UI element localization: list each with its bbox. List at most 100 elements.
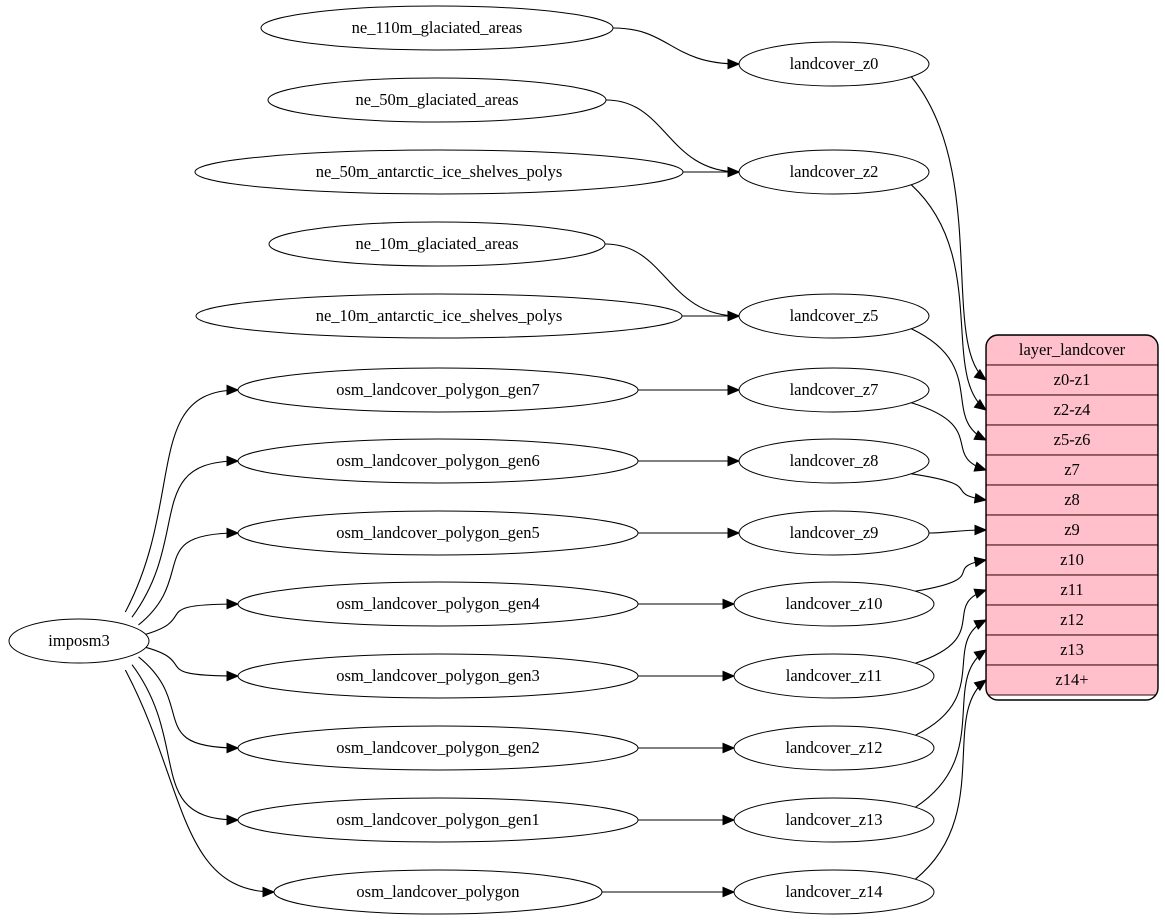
node-imposm3-label: imposm3: [48, 631, 109, 650]
table-row-z0-z1[interactable]: z0-z1: [986, 364, 1158, 396]
node-ne-50m-glaciated-areas[interactable]: ne_50m_glaciated_areas: [267, 77, 607, 123]
table-row-z11[interactable]: z11: [986, 574, 1158, 606]
edge-osm-landcover-polygon-gen2-to-landcover-z12: [637, 742, 736, 754]
table-row-z8[interactable]: z8: [986, 484, 1158, 516]
edge-arrowhead: [226, 814, 240, 826]
table-row-z2-z4-label: z2-z4: [1054, 400, 1091, 419]
edge-ne-110m-glaciated-areas-to-landcover-z0-line: [612, 27, 740, 65]
table-row-z8-cell: [986, 484, 1158, 516]
node-landcover-z5[interactable]: landcover_z5: [738, 293, 930, 339]
edge-landcover-z11-to-row-z11-line: [915, 589, 987, 664]
edge-landcover-z14-to-row-z14-line: [915, 679, 987, 880]
edge-arrowhead: [722, 886, 736, 898]
node-ne-110m-glaciated-areas[interactable]: ne_110m_glaciated_areas: [260, 5, 614, 51]
node-landcover-z0-label: landcover_z0: [790, 54, 879, 73]
edge-landcover-z10-to-row-z10-line: [915, 559, 987, 592]
node-osm-landcover-polygon-label: osm_landcover_polygon: [356, 882, 519, 901]
table-row-z0-z1-cell: [986, 364, 1158, 396]
node-ne-10m-antarctic-ice-shelves-polys-label: ne_10m_antarctic_ice_shelves_polys: [316, 306, 563, 325]
node-landcover-z5-shape: [738, 293, 930, 339]
edge-osm-landcover-polygon-gen4-to-landcover-z10: [638, 598, 736, 610]
edge-imposm3-to-osm-landcover-polygon-gen7-line: [124, 389, 239, 613]
table-row-z2-z4[interactable]: z2-z4: [986, 394, 1158, 426]
node-landcover-z8[interactable]: landcover_z8: [738, 438, 930, 484]
node-landcover-z13-shape: [733, 797, 935, 843]
node-ne-10m-glaciated-areas[interactable]: ne_10m_glaciated_areas: [268, 221, 606, 267]
table-row-z9[interactable]: z9: [986, 514, 1158, 546]
node-ne-110m-glaciated-areas-label: ne_110m_glaciated_areas: [352, 18, 523, 37]
edge-arrowhead: [973, 492, 988, 504]
node-osm-landcover-polygon-gen3[interactable]: osm_landcover_polygon_gen3: [237, 653, 639, 699]
edge-arrowhead: [727, 166, 741, 178]
table-row-z7[interactable]: z7: [986, 454, 1158, 486]
edge-arrowhead: [226, 455, 240, 467]
edge-arrowhead: [727, 527, 741, 539]
node-landcover-z14[interactable]: landcover_z14: [733, 869, 935, 915]
edge-landcover-z7-to-row-z7: [911, 402, 988, 472]
edge-arrowhead: [722, 598, 736, 610]
edge-arrowhead: [226, 598, 240, 610]
edge-landcover-z8-to-row-z8-line: [911, 473, 987, 501]
edges-layer: [124, 27, 988, 898]
node-landcover-z0[interactable]: landcover_z0: [738, 41, 930, 87]
node-osm-landcover-polygon-gen4[interactable]: osm_landcover_polygon_gen4: [237, 581, 639, 627]
table-row-z13[interactable]: z13: [986, 634, 1158, 666]
table-row-z14[interactable]: z14+: [986, 664, 1158, 696]
edge-landcover-z5-to-row-z5-z6: [911, 328, 988, 441]
node-osm-landcover-polygon-gen7-label: osm_landcover_polygon_gen7: [336, 380, 539, 399]
node-ne-10m-antarctic-ice-shelves-polys[interactable]: ne_10m_antarctic_ice_shelves_polys: [195, 293, 683, 339]
edge-arrowhead: [722, 814, 736, 826]
layer-landcover-table: layer_landcoverz0-z1z2-z4z5-z6z7z8z9z10z…: [985, 334, 1159, 701]
table-row-z9-label: z9: [1064, 520, 1080, 539]
node-osm-landcover-polygon-shape: [273, 869, 603, 915]
table-row-z12[interactable]: z12: [986, 604, 1158, 636]
table-header-row-label: layer_landcover: [1019, 340, 1126, 359]
node-landcover-z11[interactable]: landcover_z11: [733, 653, 935, 699]
edge-imposm3-to-osm-landcover-polygon-gen1: [131, 664, 240, 826]
node-ne-50m-antarctic-ice-shelves-polys[interactable]: ne_50m_antarctic_ice_shelves_polys: [194, 149, 684, 195]
edge-imposm3-to-osm-landcover-polygon-gen6-line: [131, 460, 239, 618]
edge-landcover-z13-to-row-z13-line: [915, 649, 987, 808]
node-osm-landcover-polygon-gen6[interactable]: osm_landcover_polygon_gen6: [237, 438, 639, 484]
edge-arrowhead: [973, 398, 988, 411]
node-landcover-z7[interactable]: landcover_z7: [738, 367, 930, 413]
node-landcover-z2[interactable]: landcover_z2: [738, 149, 930, 195]
node-landcover-z12[interactable]: landcover_z12: [733, 725, 935, 771]
node-osm-landcover-polygon-gen1[interactable]: osm_landcover_polygon_gen1: [237, 797, 639, 843]
edge-imposm3-to-osm-landcover-polygon-gen5: [138, 527, 240, 626]
table-row-z8-label: z8: [1064, 490, 1080, 509]
node-osm-landcover-polygon-gen2[interactable]: osm_landcover_polygon_gen2: [237, 725, 639, 771]
edge-arrowhead: [226, 742, 240, 754]
node-osm-landcover-polygon[interactable]: osm_landcover_polygon: [273, 869, 603, 915]
edge-osm-landcover-polygon-gen3-to-landcover-z11: [637, 670, 736, 682]
table-header-row-cell: [986, 335, 1158, 366]
edge-arrowhead: [722, 742, 736, 754]
table-row-z10[interactable]: z10: [986, 544, 1158, 576]
node-osm-landcover-polygon-gen5[interactable]: osm_landcover_polygon_gen5: [237, 510, 639, 556]
node-landcover-z13[interactable]: landcover_z13: [733, 797, 935, 843]
node-landcover-z10-label: landcover_z10: [785, 594, 882, 613]
node-osm-landcover-polygon-gen5-shape: [237, 510, 639, 556]
node-landcover-z10[interactable]: landcover_z10: [733, 581, 935, 627]
node-imposm3[interactable]: imposm3: [8, 618, 150, 664]
node-osm-landcover-polygon-gen5-label: osm_landcover_polygon_gen5: [336, 523, 539, 542]
table-header-row[interactable]: layer_landcover: [986, 335, 1158, 366]
edge-osm-landcover-polygon-to-landcover-z14: [601, 886, 736, 898]
table-row-z5-z6-label: z5-z6: [1054, 430, 1091, 449]
table-row-z5-z6[interactable]: z5-z6: [986, 424, 1158, 456]
edge-arrowhead: [973, 679, 988, 692]
node-landcover-z11-label: landcover_z11: [786, 666, 883, 685]
edge-landcover-z5-to-row-z5-z6-line: [911, 328, 987, 441]
node-osm-landcover-polygon-gen2-shape: [237, 725, 639, 771]
edge-landcover-z12-to-row-z12-line: [915, 619, 987, 736]
edge-ne-10m-glaciated-areas-to-landcover-z5-line: [604, 243, 740, 317]
edge-arrowhead: [262, 886, 276, 898]
node-osm-landcover-polygon-gen2-label: osm_landcover_polygon_gen2: [336, 738, 539, 757]
node-osm-landcover-polygon-gen7[interactable]: osm_landcover_polygon_gen7: [237, 367, 639, 413]
node-ne-50m-glaciated-areas-label: ne_50m_glaciated_areas: [355, 90, 518, 109]
table-row-z0-z1-label: z0-z1: [1054, 370, 1091, 389]
node-landcover-z9[interactable]: landcover_z9: [738, 510, 930, 556]
edge-arrowhead: [973, 649, 988, 661]
edge-arrowhead: [973, 556, 988, 568]
